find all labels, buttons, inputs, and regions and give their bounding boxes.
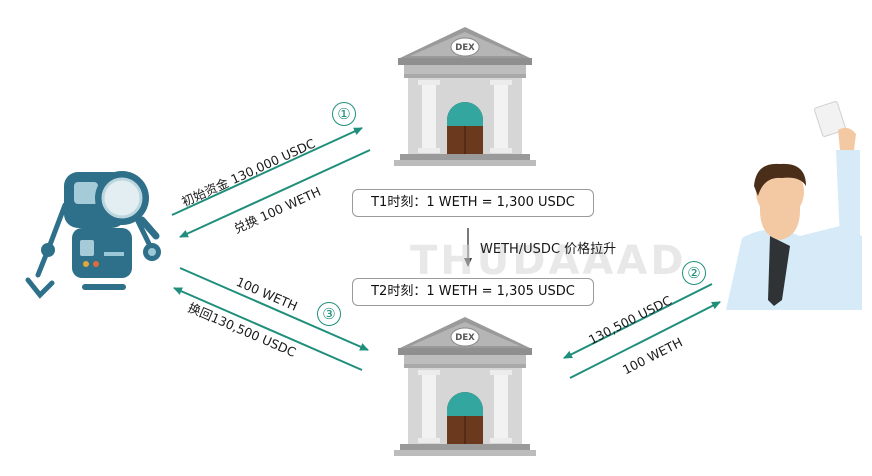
robot-icon [25,171,161,299]
step-1-badge: ① [332,102,356,126]
arrow-weth-to-robot [179,149,371,238]
dex-top-label: DEX [455,43,475,53]
price-box-t2: T2时刻：1 WETH = 1,305 USDC [352,278,594,306]
price-change-label: WETH/USDC 价格拉升 [480,242,617,257]
price-box-t1: T1时刻：1 WETH = 1,300 USDC [352,189,594,217]
arrow-weth-to-user [569,301,721,379]
arrow-weth-to-dex [179,267,369,351]
arrow-usdc-to-robot [173,287,363,371]
step-3-badge: ③ [317,302,341,326]
arrow-funds-to-dex [171,127,363,216]
arrow-user-usdc-to-dex [563,283,713,359]
watermark: THUDAAAD [410,238,687,284]
dex-bottom-label: DEX [455,333,475,343]
step-2-badge: ② [682,261,706,285]
user-icon [726,101,862,310]
